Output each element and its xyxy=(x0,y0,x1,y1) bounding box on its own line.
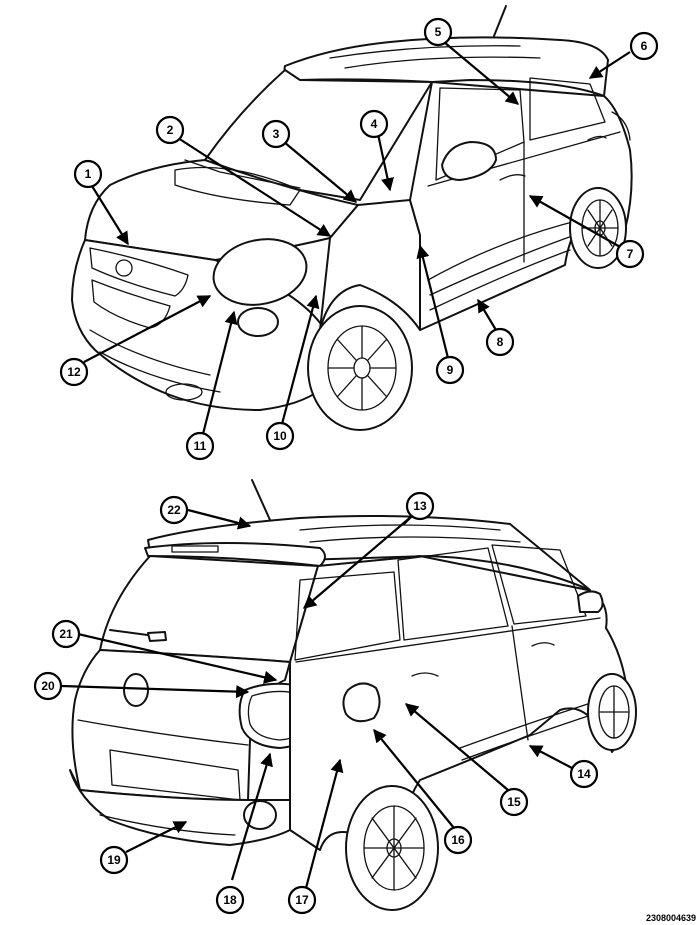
callout-bubbles: 1 2 3 4 5 6 7 8 9 10 11 12 13 14 15 16 1… xyxy=(33,17,659,915)
callout-2-label: 2 xyxy=(167,123,174,137)
rear-three-quarter-vehicle-drawing xyxy=(69,479,637,911)
callout-4-label: 4 xyxy=(371,117,378,131)
callout-14: 14 xyxy=(569,759,599,789)
callout-4: 4 xyxy=(359,109,389,139)
callout-19-label: 19 xyxy=(107,853,121,867)
callout-11: 11 xyxy=(185,431,215,461)
callout-20: 20 xyxy=(33,671,63,701)
callout-8: 8 xyxy=(485,327,515,357)
callout-11-label: 11 xyxy=(194,439,207,453)
callout-15: 15 xyxy=(499,787,529,817)
callout-13-label: 13 xyxy=(413,499,427,513)
callout-9-label: 9 xyxy=(447,363,454,377)
callout-9: 9 xyxy=(435,355,465,385)
callout-13: 13 xyxy=(405,491,435,521)
callout-21: 21 xyxy=(51,619,81,649)
callout-22-label: 22 xyxy=(167,503,181,517)
callout-12: 12 xyxy=(59,357,89,387)
callout-10: 10 xyxy=(265,421,295,451)
callout-18: 18 xyxy=(215,885,245,915)
callout-19: 19 xyxy=(99,845,129,875)
callout-10-label: 10 xyxy=(273,429,287,443)
front-three-quarter-vehicle-drawing xyxy=(71,5,633,431)
figure-id: 2308004639 xyxy=(645,913,696,923)
callout-3: 3 xyxy=(261,119,291,149)
callout-17: 17 xyxy=(287,885,317,915)
callout-8-label: 8 xyxy=(497,335,504,349)
callout-12-label: 12 xyxy=(67,365,81,379)
callout-5-label: 5 xyxy=(435,25,442,39)
callout-7: 7 xyxy=(615,239,645,269)
callout-21-label: 21 xyxy=(59,627,73,641)
callout-15-label: 15 xyxy=(507,795,521,809)
callout-5: 5 xyxy=(423,17,453,47)
callout-3-label: 3 xyxy=(273,127,280,141)
callout-22: 22 xyxy=(159,495,189,525)
callout-7-label: 7 xyxy=(627,247,634,261)
callout-leader-lines xyxy=(61,41,631,889)
callout-6: 6 xyxy=(629,31,659,61)
callout-17-label: 17 xyxy=(295,893,309,907)
callout-6-label: 6 xyxy=(641,39,648,53)
callout-20-label: 20 xyxy=(41,679,55,693)
callout-16: 16 xyxy=(443,825,473,855)
callout-1-label: 1 xyxy=(85,167,92,181)
callout-1: 1 xyxy=(73,159,103,189)
callout-2: 2 xyxy=(155,115,185,145)
callout-18-label: 18 xyxy=(223,893,237,907)
callout-16-label: 16 xyxy=(451,833,465,847)
callout-14-label: 14 xyxy=(577,767,591,781)
